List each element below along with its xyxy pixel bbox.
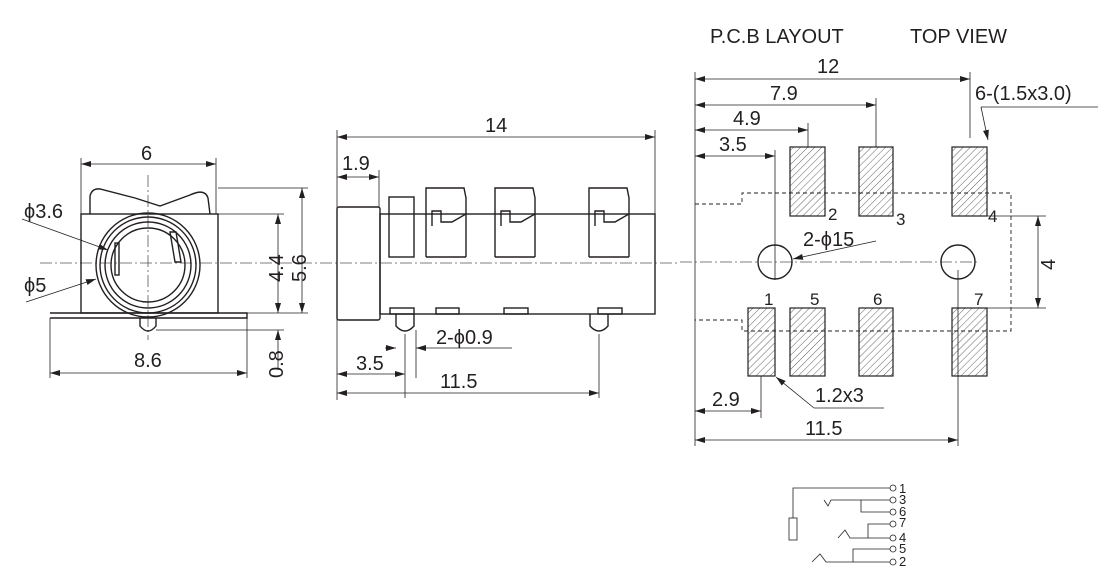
dim-3-5-label: 3.5 (719, 134, 747, 156)
pad-2 (789, 146, 826, 217)
pin-label-6: 6 (873, 290, 882, 309)
pin-label-4: 4 (988, 207, 997, 226)
schematic-pin-5: 5 (899, 541, 906, 556)
hole-note: 2-ϕ15 (803, 229, 854, 251)
pad-3 (858, 146, 894, 217)
peg-spacing-label: 11.5 (440, 371, 477, 393)
schematic: 1 3 6 7 4 5 2 (788, 481, 906, 569)
peg-diameter-label: 2-ϕ0.9 (436, 327, 493, 349)
pad-6 (858, 307, 894, 377)
schematic-pin-6: 6 (899, 504, 906, 519)
schematic-pin-2: 2 (899, 554, 906, 569)
dim-11-5-label: 11.5 (805, 418, 842, 440)
pad1-size-note: 1.2x3 (815, 385, 864, 407)
front-view: 6 4.4 5.6 0.8 8.6 ϕ3.6 ϕ5 (21, 143, 320, 378)
dim-7-9-label: 7.9 (770, 83, 798, 105)
pin-label-7: 7 (974, 290, 983, 309)
top-view-title: TOP VIEW (910, 26, 1007, 48)
base-width-label: 8.6 (134, 350, 162, 372)
dim-4-9-label: 4.9 (733, 108, 761, 130)
height-4-4-label: 4.4 (266, 254, 288, 282)
pin-label-1: 1 (764, 290, 773, 309)
overall-width-label: 12 (817, 56, 839, 78)
schematic-pin-3: 3 (899, 492, 906, 507)
pin-label-5: 5 (810, 290, 819, 309)
pad-5 (789, 307, 826, 377)
pad-7 (951, 307, 988, 377)
dim-2-9-label: 2.9 (712, 389, 740, 411)
pin-label-3: 3 (896, 210, 905, 229)
outer-diameter-label: ϕ5 (24, 275, 46, 297)
schematic-pin-1: 1 (899, 481, 906, 496)
height-5-6-label: 5.6 (289, 254, 311, 282)
pcb-layout: 2 3 4 1 5 6 7 12 7.9 4.9 3.5 6-(1.5x3.0)… (680, 56, 1098, 446)
peg-offset-label: 3.5 (356, 353, 384, 375)
pad-size-note: 6-(1.5x3.0) (975, 83, 1072, 105)
peg-height-label: 0.8 (266, 350, 288, 378)
pin-label-2: 2 (828, 205, 837, 224)
row-spacing-label: 4 (1038, 259, 1060, 270)
pad-4 (951, 146, 988, 217)
inner-diameter-label: ϕ3.6 (24, 201, 63, 223)
schematic-pin-4: 4 (899, 530, 906, 545)
cap-length-label: 1.9 (342, 153, 370, 175)
pad-1 (747, 307, 776, 377)
front-width-label: 6 (141, 143, 152, 165)
schematic-pin-7: 7 (899, 515, 906, 530)
length-label: 14 (485, 115, 507, 137)
side-view: 14 1.9 2-ϕ0.9 3.5 11.5 (320, 115, 680, 400)
pcb-layout-title: P.C.B LAYOUT (710, 26, 844, 48)
